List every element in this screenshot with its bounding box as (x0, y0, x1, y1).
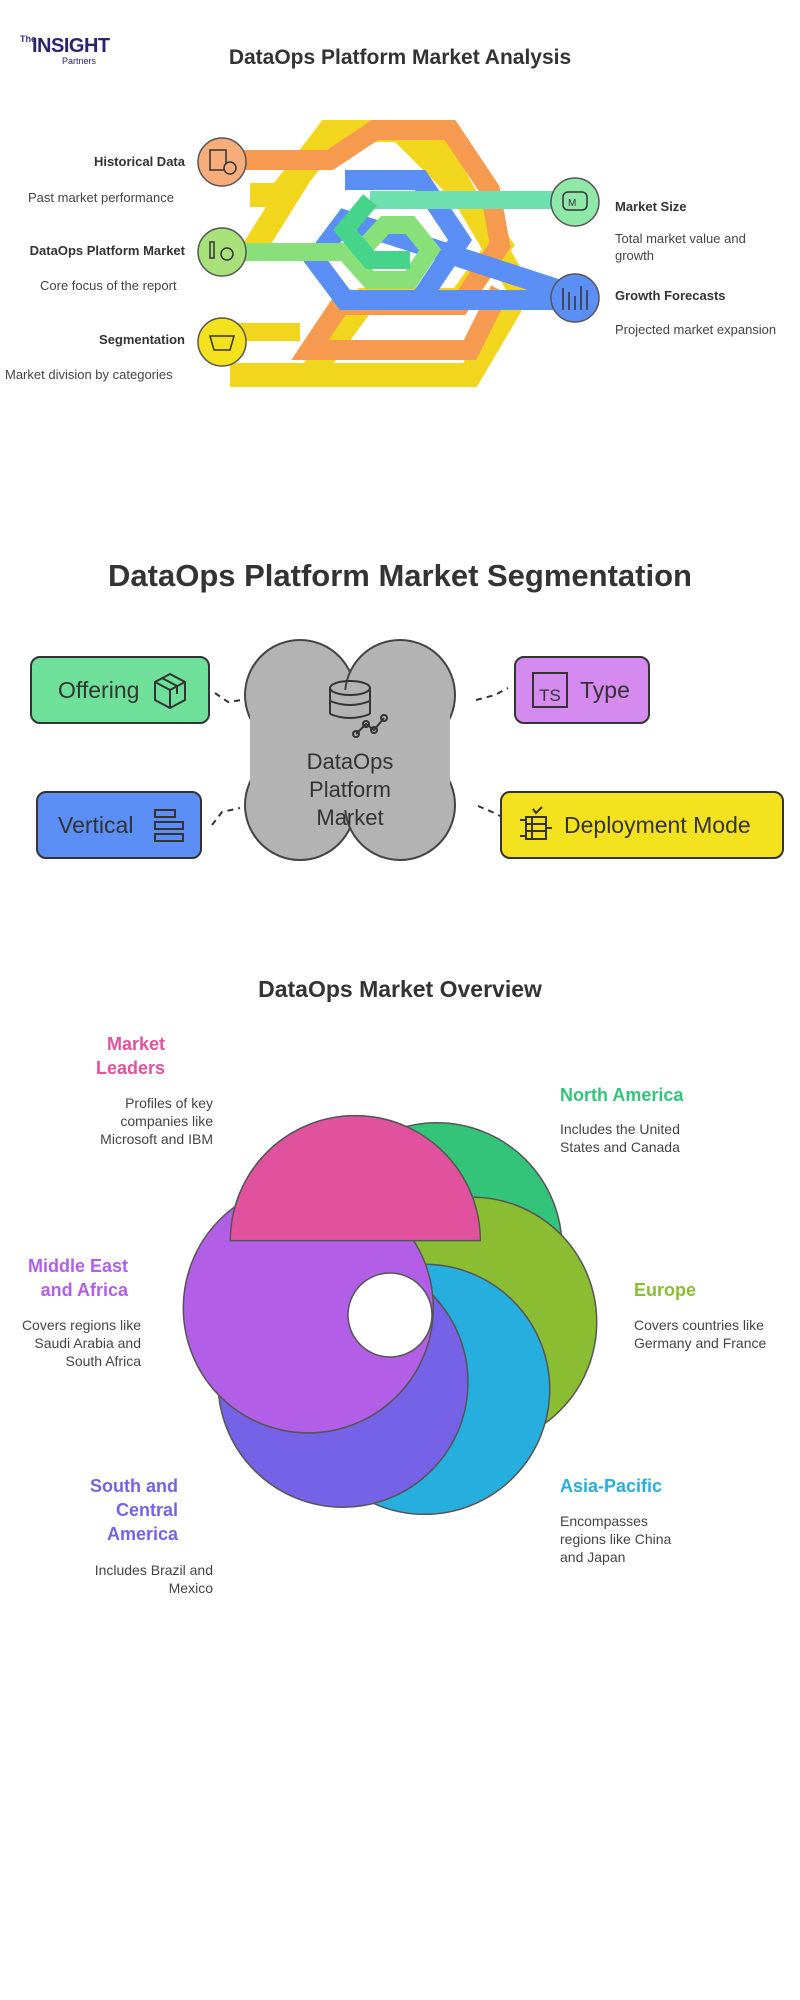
center-line-3: Market (316, 805, 384, 830)
center-line-1: DataOps (306, 749, 394, 774)
connector-deployment (477, 805, 501, 817)
europe-desc-2: Germany and France (634, 1335, 767, 1351)
deployment-box: Deployment Mode (500, 791, 784, 859)
sca-desc-1: Includes Brazil and (94, 1562, 213, 1578)
apac-desc-1: Encompasses (560, 1513, 648, 1529)
mea-desc-2: Saudi Arabia and (34, 1335, 141, 1351)
europe-title: Europe (634, 1280, 697, 1300)
sca-title-3: America (106, 1524, 178, 1544)
leaders-title: Market Leaders (40, 1032, 165, 1080)
overview-title: DataOps Market Overview (258, 976, 542, 1002)
market-size-desc: Total market value and growth (615, 231, 746, 263)
deployment-label: Deployment Mode (564, 811, 751, 838)
sca-title-1: South and (90, 1476, 178, 1496)
logo-the: The (20, 34, 37, 44)
vertical-label: Vertical (58, 811, 134, 838)
sca-title-2: Central (115, 1500, 178, 1520)
svg-text:M: M (568, 198, 576, 209)
offering-box: Offering (30, 656, 210, 724)
center-line-2: Platform (309, 777, 391, 802)
cloud-fill (252, 692, 448, 808)
vertical-box: Vertical (36, 791, 202, 859)
growth-forecasts-desc: Projected market expansion (615, 322, 777, 337)
insight-partners-logo: The INSIGHT Partners (20, 34, 120, 70)
connector-vertical (211, 807, 241, 826)
na-desc-1: Includes the United (560, 1121, 680, 1137)
mea-title-2: and Africa (40, 1280, 128, 1300)
growth-chart-icon (550, 273, 600, 323)
sca-desc: Includes Brazil and Mexico (40, 1561, 213, 1597)
swirl-segment-leaders-top (229, 1115, 482, 1242)
swirl-center-hole (347, 1272, 433, 1358)
green-inner-path (333, 194, 410, 269)
leaders-desc: Profiles of key companies like Microsoft… (40, 1094, 213, 1148)
apac-desc-2: regions like China (560, 1531, 672, 1547)
leaders-title-2: Leaders (95, 1058, 165, 1078)
leaders-desc-1: Profiles of key (125, 1095, 213, 1111)
segmentation-title: Segmentation (99, 332, 185, 347)
dataops-market-desc: Core focus of the report (40, 278, 177, 293)
na-title: North America (560, 1085, 684, 1105)
list-icon (154, 809, 185, 842)
logo-partners: Partners (62, 56, 97, 66)
type-box: TS Type (514, 656, 650, 724)
overview-swirl-diagram (182, 1114, 598, 1516)
europe-desc: Covers countries like Germany and France (634, 1316, 794, 1352)
connector-offering (214, 692, 243, 704)
europe-desc-1: Covers countries like (634, 1317, 764, 1333)
sca-title: South and Central America (40, 1474, 178, 1546)
mea-desc: Covers regions like Saudi Arabia and Sou… (5, 1316, 141, 1370)
chart-clock-icon (197, 137, 247, 187)
connector-type (475, 687, 509, 701)
deployment-icon (520, 806, 552, 840)
growth-forecasts-title: Growth Forecasts (615, 288, 726, 303)
sca-desc-2: Mexico (168, 1580, 213, 1596)
mea-title: Middle East and Africa (10, 1254, 128, 1302)
historical-data-title: Historical Data (93, 154, 185, 169)
box-icon (154, 672, 187, 710)
analysis-title: DataOps Platform Market Analysis (228, 46, 572, 69)
apac-desc: Encompasses regions like China and Japan (560, 1512, 720, 1566)
mea-title-1: Middle East (27, 1256, 128, 1276)
yellow-path-left (239, 122, 345, 262)
leaders-desc-2: companies like (120, 1113, 213, 1129)
apac-desc-3: and Japan (560, 1549, 626, 1565)
logo-insight: INSIGHT (32, 35, 110, 57)
leaders-title-1: Market (106, 1034, 165, 1054)
center-label: DataOps Platform Market (280, 748, 420, 832)
type-label: Type (580, 676, 630, 703)
market-size-icon: M (550, 177, 600, 227)
chart-magnifier-icon (197, 227, 247, 277)
na-desc-2: States and Canada (560, 1139, 680, 1155)
segmentation-diagram (211, 639, 509, 861)
historical-data-desc: Past market performance (28, 190, 174, 205)
mea-desc-1: Covers regions like (21, 1317, 141, 1333)
dataops-market-title: DataOps Platform Market (29, 243, 185, 258)
segmentation-title-heading: DataOps Platform Market Segmentation (108, 558, 692, 593)
typescript-icon: TS (532, 672, 568, 708)
mea-desc-3: South Africa (65, 1353, 142, 1369)
market-size-title: Market Size (615, 199, 687, 214)
segmentation-desc: Market division by categories (5, 367, 173, 382)
na-desc: Includes the United States and Canada (560, 1120, 760, 1156)
apac-title: Asia-Pacific (560, 1476, 663, 1496)
database-icon (329, 680, 388, 738)
offering-label: Offering (58, 676, 140, 703)
basket-icon (197, 317, 247, 367)
analysis-flow-diagram: M (197, 120, 600, 387)
orange-path (230, 120, 511, 360)
leaders-desc-3: Microsoft and IBM (100, 1131, 213, 1147)
